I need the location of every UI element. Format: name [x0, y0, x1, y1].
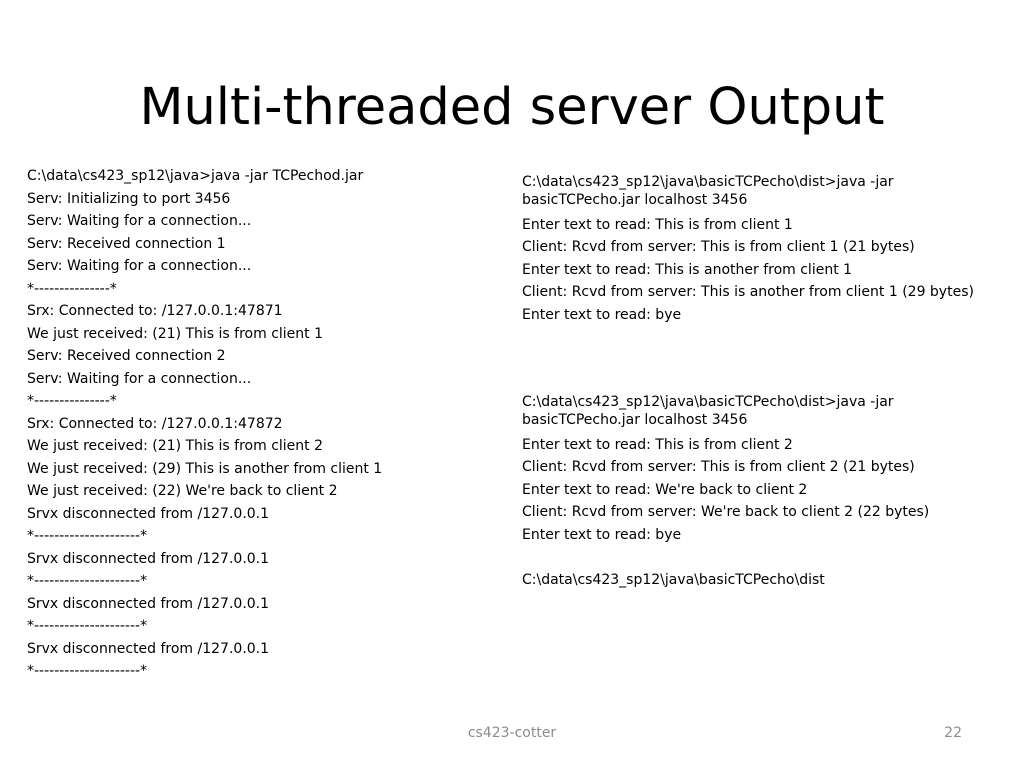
footer-author: cs423-cotter [467, 725, 557, 741]
client2-command-line: C:\data\cs423_sp12\java\basicTCPecho\dis… [522, 394, 894, 410]
server-output-line: *---------------------* [27, 528, 148, 544]
spacer [522, 326, 1002, 393]
client1-output-line: Enter text to read: bye [522, 306, 682, 323]
client2-final-prompt: C:\data\cs423_sp12\java\basicTCPecho\dis… [522, 571, 825, 588]
slide-title: Multi-threaded server Output [139, 78, 885, 137]
server-output-line: Srx: Connected to: /127.0.0.1:47872 [27, 415, 283, 432]
server-output-line: Srvx disconnected from /127.0.0.1 [27, 595, 270, 612]
client1-command-line-continued: basicTCPecho.jar localhost 3456 [522, 192, 748, 208]
server-output-line: Serv: Waiting for a connection... [27, 370, 252, 387]
server-output-block: C:\data\cs423_sp12\java>java -jar TCPech… [27, 165, 382, 683]
client2-output-line: Enter text to read: bye [522, 526, 682, 543]
server-output-line: Serv: Received connection 1 [27, 235, 226, 252]
server-output-line: C:\data\cs423_sp12\java>java -jar TCPech… [27, 168, 364, 184]
server-output-line: Serv: Waiting for a connection... [27, 213, 252, 229]
server-output-line: Srvx disconnected from /127.0.0.1 [27, 550, 270, 567]
client1-output-line: Client: Rcvd from server: This is from c… [522, 239, 915, 255]
server-output-line: We just received: (21) This is from clie… [27, 325, 324, 342]
client1-output-line: Enter text to read: This is another from… [522, 261, 853, 278]
client2-output-line: Enter text to read: We're back to client… [522, 481, 808, 498]
server-output-line: *---------------------* [27, 663, 148, 679]
server-output-line: *---------------* [27, 280, 117, 297]
client-output-block: C:\data\cs423_sp12\java\basicTCPecho\dis… [522, 173, 1002, 591]
client2-command-line-continued: basicTCPecho.jar localhost 3456 [522, 412, 748, 428]
server-output-line: Srvx disconnected from /127.0.0.1 [27, 505, 270, 522]
spacer [522, 546, 1002, 569]
client2-output-line: Enter text to read: This is from client … [522, 436, 793, 453]
server-output-line: Srx: Connected to: /127.0.0.1:47871 [27, 303, 283, 319]
footer-page-number: 22 [944, 725, 962, 741]
server-output-line: We just received: (21) This is from clie… [27, 438, 324, 454]
server-output-line: We just received: (29) This is another f… [27, 460, 383, 477]
server-output-line: *---------------------* [27, 573, 148, 589]
client1-output-line: Enter text to read: This is from client … [522, 216, 793, 233]
client2-output: C:\data\cs423_sp12\java\basicTCPecho\dis… [522, 393, 1002, 591]
server-output-line: Serv: Initializing to port 3456 [27, 190, 231, 207]
client1-output: C:\data\cs423_sp12\java\basicTCPecho\dis… [522, 173, 1002, 326]
server-output-line: Serv: Waiting for a connection... [27, 258, 252, 274]
client2-output-line: Client: Rcvd from server: We're back to … [522, 504, 930, 520]
server-output-line: Serv: Received connection 2 [27, 348, 226, 364]
server-output-line: *---------------------* [27, 618, 148, 634]
server-output-line: We just received: (22) We're back to cli… [27, 483, 338, 499]
server-output-line: Srvx disconnected from /127.0.0.1 [27, 640, 270, 657]
client2-output-line: Client: Rcvd from server: This is from c… [522, 459, 915, 475]
server-output-line: *---------------* [27, 393, 117, 409]
client1-output-line: Client: Rcvd from server: This is anothe… [522, 284, 974, 300]
client1-command-line: C:\data\cs423_sp12\java\basicTCPecho\dis… [522, 174, 894, 190]
